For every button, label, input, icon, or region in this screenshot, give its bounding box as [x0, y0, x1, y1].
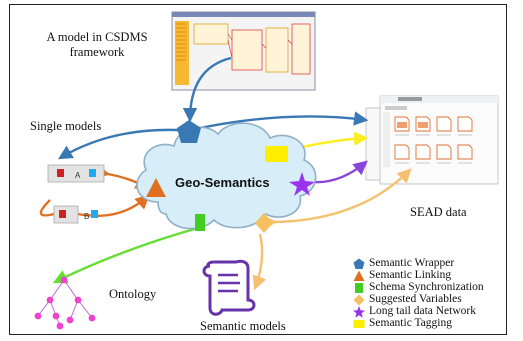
legend-item-semantic-wrapper: Semantic Wrapper [353, 257, 523, 271]
figure-frame [9, 4, 507, 335]
sead-data-thumbnail [365, 95, 499, 185]
legend-item-semantic-linking: Semantic Linking [353, 269, 523, 283]
schema-sync-icon [195, 214, 205, 231]
semantic-wrapper-icon [177, 120, 201, 143]
triangle-icon [353, 270, 365, 281]
connections [39, 56, 412, 291]
pentagon-icon [353, 258, 365, 269]
yellow-rect-icon [353, 320, 365, 328]
suggested-variables-icon [255, 213, 273, 233]
semantic-models-label: Semantic models [200, 319, 286, 333]
semantic-linking-icon [146, 178, 166, 197]
link-variables-scroll [252, 233, 267, 291]
star-icon [353, 306, 365, 318]
link-csdms-wrapper [182, 56, 232, 123]
model-box-b [53, 205, 98, 224]
legend-label: Semantic Tagging [369, 317, 452, 329]
legend-label: Semantic Wrapper [369, 257, 455, 269]
semantic-tagging-icon [265, 146, 288, 162]
csdms-framework-label: A model in CSDMS framework [46, 30, 148, 59]
diamond-icon [353, 294, 365, 306]
link-network-sead [311, 160, 368, 184]
legend-label: Schema Synchronization [369, 281, 484, 293]
model-box-a [47, 164, 105, 183]
legend-item-suggested-variables: Suggested Variables [353, 293, 523, 307]
single-models-label: Single models [30, 119, 102, 133]
model-a-letter: A [75, 171, 81, 180]
csdms-framework-thumbnail [171, 11, 316, 91]
ontology-tree [34, 276, 96, 330]
green-rect-icon [355, 283, 363, 293]
sead-data-label: SEAD data [410, 205, 467, 219]
link-schema-ontology [52, 226, 199, 284]
semantic-models-scroll-icon [202, 259, 256, 316]
legend-item-schema-synchronization: Schema Synchronization [353, 281, 523, 295]
geo-semantics-label: Geo-Semantics [175, 175, 270, 190]
link-b-linking [39, 196, 148, 218]
legend-label: Long tail data Network [369, 305, 476, 317]
long-tail-network-icon [289, 172, 315, 196]
link-variables-sead [262, 168, 412, 230]
legend-item-semantic-tagging: Semantic Tagging [353, 317, 523, 331]
model-b-letter: B [84, 212, 89, 221]
legend-label: Suggested Variables [369, 293, 462, 305]
ontology-label: Ontology [109, 287, 157, 301]
link-wrapper-single [57, 123, 190, 160]
legend-label: Semantic Linking [369, 269, 452, 281]
legend-item-long-tail-network: Long tail data Network [353, 305, 523, 319]
link-wrapper-sead [199, 111, 369, 130]
